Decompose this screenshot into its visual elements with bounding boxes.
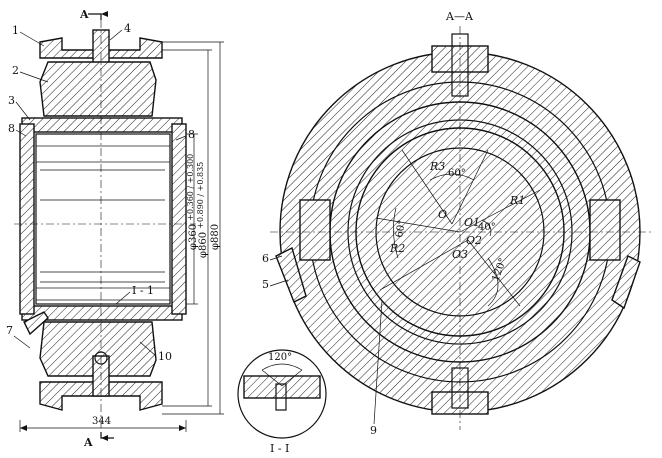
svg-text:I - 1: I - 1 — [132, 284, 154, 297]
detail-circle — [237, 349, 327, 439]
svg-text:6: 6 — [262, 252, 269, 265]
svg-text:3: 3 — [8, 94, 15, 107]
detail-angle-ray-left — [261, 369, 283, 387]
radius-r3: R3 — [429, 160, 445, 173]
part-label-1: 3 — [8, 94, 31, 121]
center-o: O — [438, 208, 447, 221]
part-label-9: 9 — [370, 299, 383, 437]
detail-view: 120° I - I — [237, 349, 327, 455]
radius-r2: R2 — [389, 242, 405, 255]
svg-text:9: 9 — [370, 424, 377, 437]
svg-text:5: 5 — [262, 278, 269, 291]
ray-r2 — [379, 239, 469, 291]
dim-width-text: 344 — [92, 416, 111, 427]
angle-top: 60° — [448, 168, 466, 179]
angle-right: 40° — [478, 222, 496, 233]
middle-ring-inner-edge — [347, 119, 573, 345]
left-key — [299, 199, 331, 261]
ray-left — [375, 217, 461, 233]
dim-d880: φ880 — [210, 224, 221, 250]
top-clamp-cap — [39, 37, 163, 59]
right-key — [589, 199, 621, 261]
section-arrow-top — [101, 11, 108, 17]
part-label-6: 6 — [262, 252, 283, 265]
detail-angle-ray-right — [281, 369, 303, 387]
part-label-10: 10 — [139, 341, 172, 363]
right-pad — [611, 255, 641, 310]
right-flange — [171, 123, 187, 315]
width-dimension: 344 — [19, 416, 187, 432]
sleeve-inner-top — [35, 145, 171, 163]
sectional-side-view: A A 1 2 3 4 8 8 7 — [6, 8, 224, 449]
bottom-housing-block — [39, 321, 157, 377]
section-mark-bottom: A — [83, 436, 93, 449]
top-housing-block — [39, 61, 157, 117]
ray-120 — [467, 239, 521, 307]
svg-text:8: 8 — [188, 128, 195, 141]
detail-angle-arc — [261, 363, 303, 371]
svg-text:8: 8 — [8, 122, 15, 135]
center-o3: O3 — [452, 248, 468, 261]
part-7-pad — [23, 311, 49, 336]
center-o1: O1 — [464, 216, 480, 229]
arc-40 — [481, 219, 492, 237]
svg-text:7: 7 — [6, 324, 13, 337]
svg-text:2: 2 — [12, 64, 19, 77]
section-cut-top — [88, 13, 102, 20]
end-view: A—A 60° 40° — [262, 10, 652, 437]
detail-pin — [275, 383, 287, 411]
outer-band-top — [21, 117, 183, 133]
diameter-dimensions: φ360 +0.360 / +0.300 φ860 +0.890 / +0.83… — [162, 41, 224, 415]
svg-text:4: 4 — [124, 22, 131, 35]
detail-block — [243, 375, 321, 399]
end-view-title: A—A — [445, 10, 474, 23]
detail-callout: I - 1 — [115, 284, 154, 305]
svg-text:1: 1 — [12, 24, 19, 37]
part-label-5: 5 — [262, 278, 289, 291]
bearing-sleeve — [35, 133, 171, 305]
arc-60-top — [429, 173, 475, 181]
angle-left: 60° — [394, 219, 408, 238]
ray-r3 — [401, 149, 453, 225]
dim-d860: φ860 +0.890 / +0.835 — [196, 162, 209, 258]
center-o2: O2 — [466, 234, 482, 247]
part-label-4: 4 — [109, 22, 131, 41]
arc-120 — [487, 257, 499, 307]
ray-60-right — [451, 149, 489, 225]
dim-d360: φ360 +0.360 / +0.300 — [186, 154, 199, 250]
ray-r1 — [459, 189, 541, 233]
detail-angle: 120° — [268, 352, 292, 363]
section-arrow-bottom — [101, 435, 108, 441]
radius-r1: R1 — [509, 194, 525, 207]
part-label-8-right: 8 — [175, 128, 195, 141]
left-flange — [19, 123, 35, 315]
arc-60-left — [393, 207, 399, 259]
part-label-3: 1 — [12, 24, 45, 47]
part-label-8-left: 8 — [8, 122, 27, 137]
part-label-7: 7 — [6, 324, 31, 349]
sleeve-inner-bottom — [35, 287, 171, 301]
left-pad — [275, 246, 307, 303]
part-label-2: 2 — [12, 64, 49, 83]
detail-caption: I - I — [270, 442, 289, 455]
section-mark-top: A — [79, 8, 89, 21]
svg-text:10: 10 — [158, 350, 172, 363]
